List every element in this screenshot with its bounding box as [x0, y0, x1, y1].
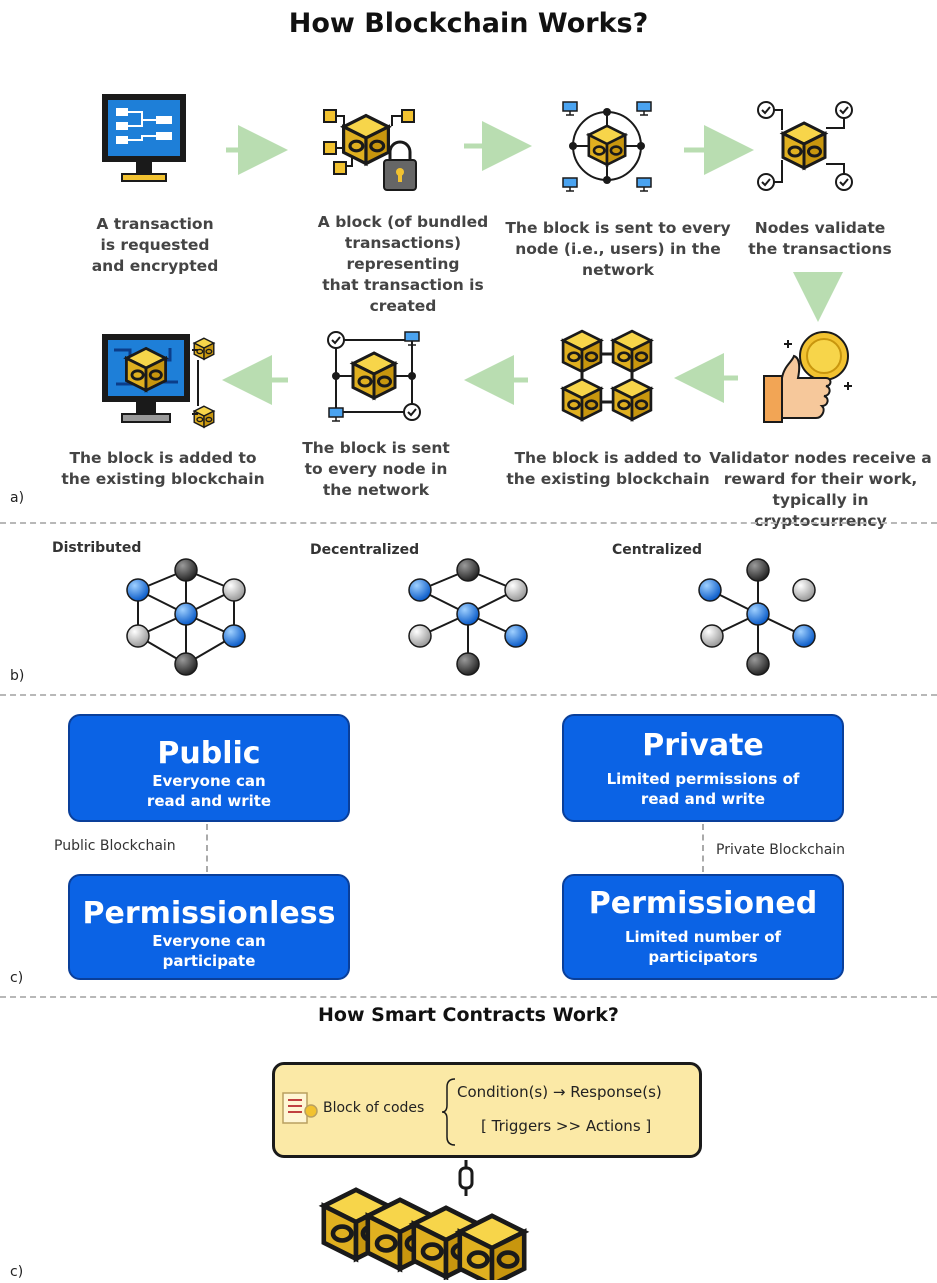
network-label-decentralized: Decentralized: [310, 542, 420, 558]
chain-blocks-icon: [561, 329, 653, 421]
network-label-distributed: Distributed: [52, 540, 142, 556]
condition-response-text: Condition(s) → Response(s): [457, 1083, 662, 1101]
computer-transaction-icon: [102, 94, 186, 182]
nodes-validate-icon: [757, 101, 853, 191]
permissionless-title: Permissionless: [82, 896, 336, 931]
block-network-icon: [562, 101, 652, 192]
smart-contracts-label: c): [10, 1264, 24, 1280]
distributed-network: [126, 558, 246, 676]
permissioned-box: Permissioned Limited number of participa…: [562, 874, 844, 980]
private-box: Private Limited permissions of read and …: [562, 714, 844, 822]
divider-2: [0, 694, 937, 696]
network-label-centralized: Centralized: [612, 542, 703, 558]
public-title: Public: [157, 736, 261, 771]
code-document-icon: [282, 1092, 318, 1124]
smart-contracts-title: How Smart Contracts Work?: [318, 1004, 619, 1026]
divider-3: [0, 996, 937, 998]
public-box: Public Everyone can read and write: [68, 714, 350, 822]
computer-blockchain-icon: [102, 334, 215, 428]
centralized-network: [698, 558, 816, 676]
contract-box: Block of codes Condition(s) → Response(s…: [272, 1062, 702, 1158]
panel-a-label: a): [10, 490, 25, 506]
permissionless-box: Permissionless Everyone can participate: [68, 874, 350, 980]
triggers-actions-text: [ Triggers >> Actions ]: [481, 1117, 652, 1135]
private-blockchain-label: Private Blockchain: [716, 842, 846, 858]
divider-1: [0, 522, 937, 524]
curly-brace: [441, 1078, 456, 1146]
thumbs-up-coin-icon: [763, 331, 852, 423]
panel-b-label: b): [10, 668, 25, 684]
block-lock-icon: [323, 109, 417, 191]
block-of-codes-label: Block of codes: [323, 1100, 425, 1116]
flow-arrows: [222, 121, 843, 405]
blockchain-cubes-icon: [316, 1160, 546, 1280]
public-connector: [206, 824, 208, 872]
private-title: Private: [642, 728, 764, 763]
public-blockchain-label: Public Blockchain: [54, 838, 176, 854]
permissioned-title: Permissioned: [588, 886, 818, 921]
panel-c-label: c): [10, 970, 24, 986]
block-node-network-icon: [327, 331, 421, 422]
decentralized-network: [408, 558, 528, 676]
private-connector: [702, 824, 704, 872]
main-title: How Blockchain Works?: [288, 8, 649, 39]
